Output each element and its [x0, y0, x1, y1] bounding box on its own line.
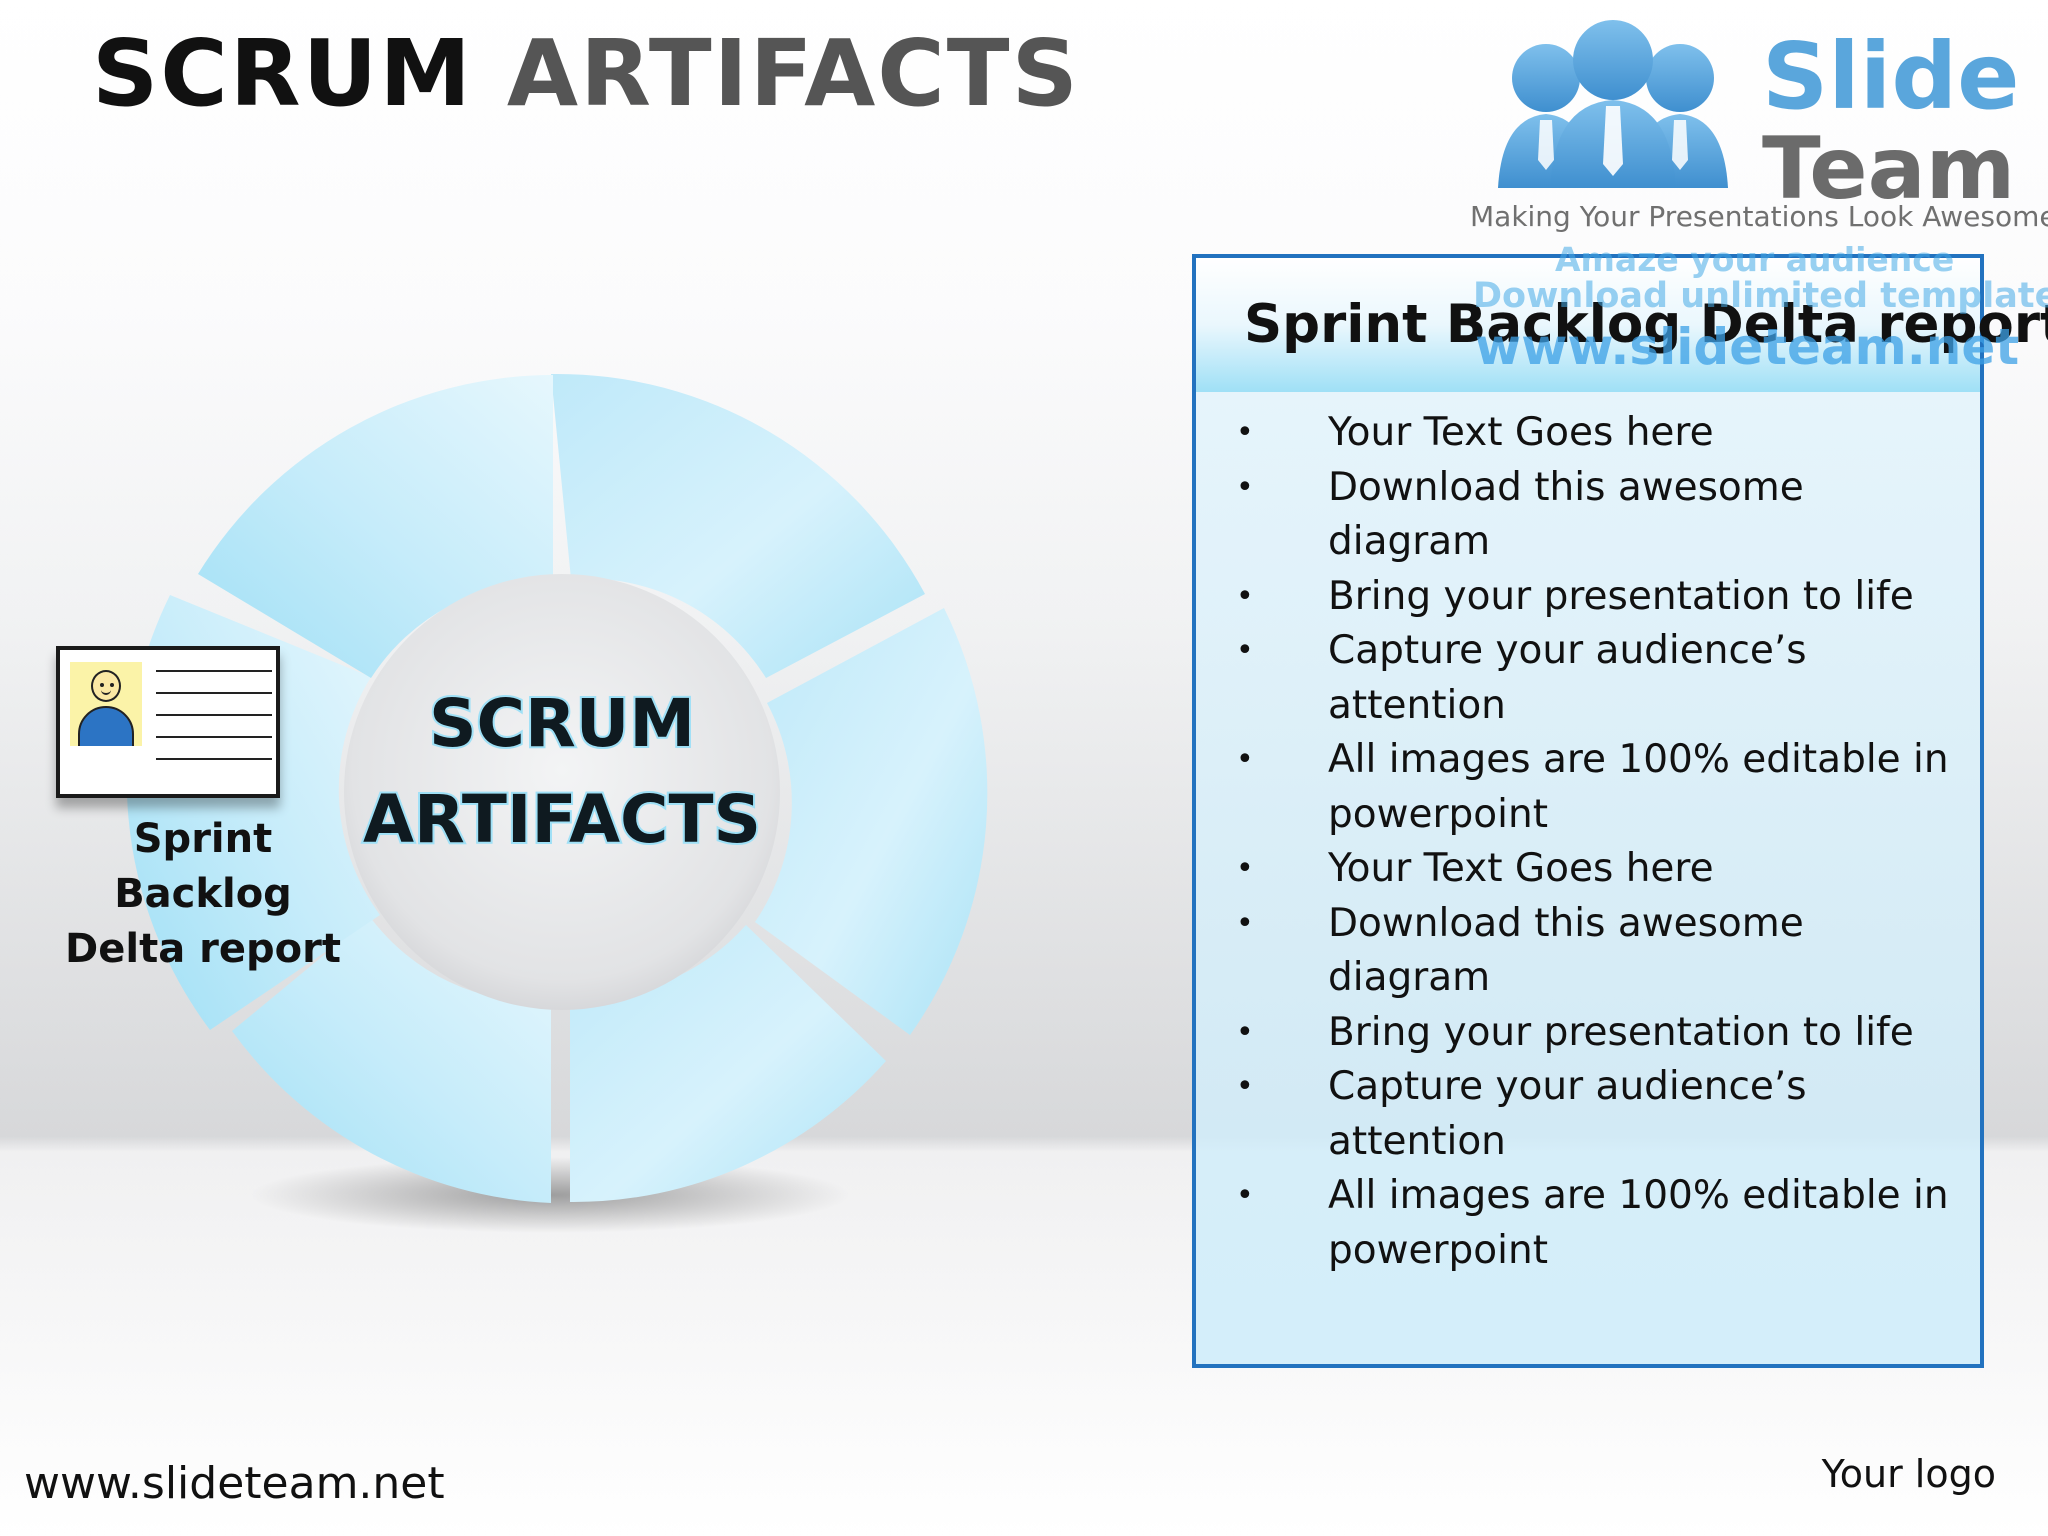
segment-label-sprint-backlog: Sprint Backlog Delta report [60, 812, 346, 977]
list-item-text-continued: powerpoint [1328, 1227, 1549, 1273]
title-word-artifacts: ARTIFACTS [506, 20, 1080, 127]
list-item-text-continued: attention [1328, 1118, 1506, 1164]
wheel-segment [551, 373, 925, 678]
logo-tagline: Making Your Presentations Look Awesome [1470, 200, 2048, 233]
list-item-text: Capture your audience’s [1328, 628, 1807, 673]
watermark-line3: www.slideteam.net [1475, 318, 2020, 376]
list-item-text-continued: attention [1328, 682, 1506, 728]
profile-card-icon [56, 646, 280, 798]
segment-label-line2: Backlog [114, 871, 292, 917]
person-avatar-icon [70, 662, 142, 746]
list-item-text: Bring your presentation to life [1328, 1009, 1914, 1055]
list-item-text: Download this awesome diagram [1328, 900, 1804, 1001]
wheel-segment [198, 375, 553, 678]
segment-label-line3: Delta report [65, 926, 341, 972]
list-item: •Bring your presentation to life [1236, 570, 1970, 625]
panel-header [1196, 258, 1980, 392]
list-item: •Download this awesome diagram [1236, 461, 1970, 570]
wheel-hub [344, 574, 780, 1010]
panel-bullet-list: •Your Text Goes here •Download this awes… [1236, 406, 1970, 1278]
list-item-text: Your Text Goes here [1328, 410, 1714, 455]
list-item-text: Bring your presentation to life [1328, 573, 1914, 619]
wheel-segment [755, 608, 988, 1035]
list-item-text-continued: powerpoint [1328, 791, 1549, 837]
list-item: •Download this awesome diagram [1236, 897, 1970, 1006]
wheel-segment [232, 917, 551, 1203]
team-people-icon [1498, 20, 1728, 188]
list-item-text: All images are 100% editable in [1328, 1173, 1949, 1218]
footer-website-link[interactable]: www.slideteam.net [24, 1458, 445, 1509]
list-item-text: All images are 100% editable in [1328, 737, 1949, 782]
hub-label-line1: SCRUM [429, 685, 695, 762]
wheel-segment [570, 925, 886, 1203]
list-item: •Bring your presentation to life [1236, 1006, 1970, 1061]
logo-word-team: Team [1762, 119, 2016, 219]
panel-title: Sprint Backlog Delta report [1244, 294, 2048, 355]
list-item-text: Capture your audience’s [1328, 1064, 1807, 1109]
slideteam-logo: Slide Team Making Your Presentations Loo… [1470, 20, 2048, 240]
segment-label-line1: Sprint [133, 816, 273, 862]
title-word-scrum: SCRUM [92, 20, 473, 127]
hub-label-line2: ARTIFACTS [363, 781, 761, 858]
footer-logo-placeholder: Your logo [1821, 1452, 1996, 1496]
watermark-line2: Download unlimited templates [1473, 276, 2048, 316]
watermark-line1: Amaze your audience [1555, 240, 1955, 279]
slide-title: SCRUM ARTIFACTS [92, 14, 1080, 134]
list-item: •Your Text Goes here [1236, 842, 1970, 897]
logo-word-slide: Slide [1762, 23, 2020, 130]
list-item-text: Download this awesome diagram [1328, 464, 1804, 565]
list-item-text: Your Text Goes here [1328, 846, 1714, 891]
description-panel: Sprint Backlog Delta report •Your Text G… [1192, 254, 2048, 1368]
list-item: •Your Text Goes here [1236, 406, 1970, 461]
